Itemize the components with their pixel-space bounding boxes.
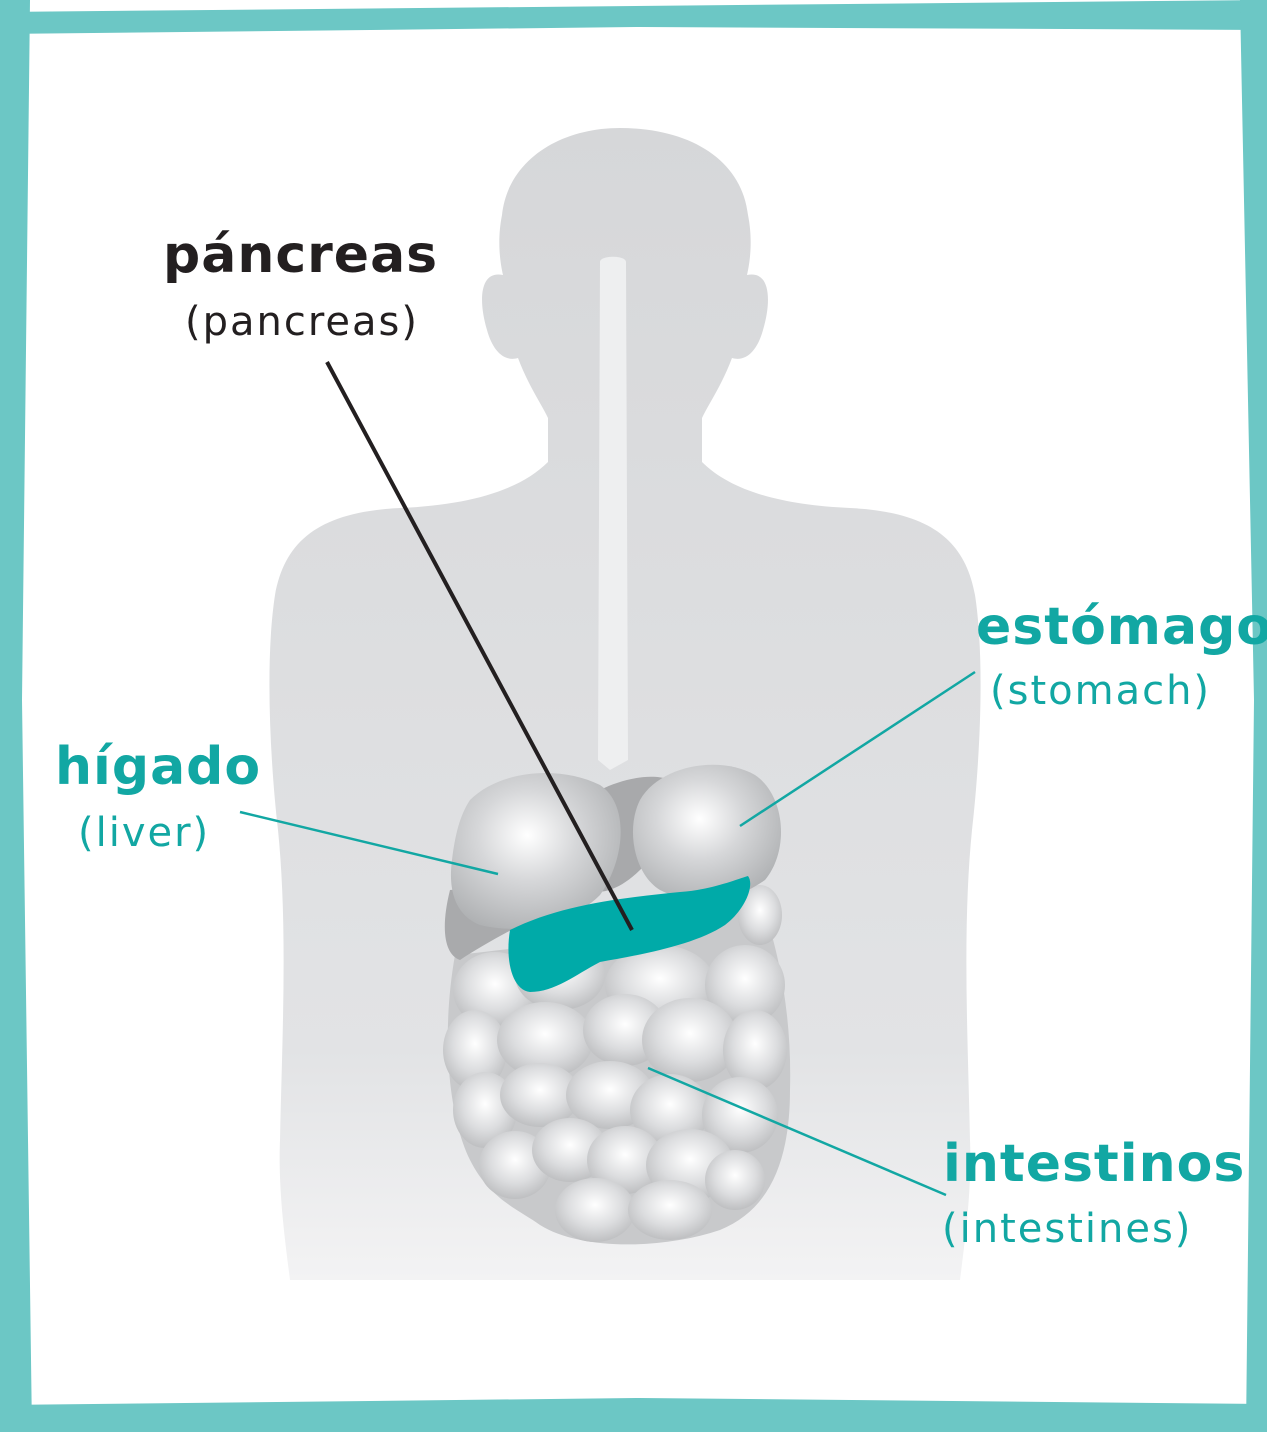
liver-label: hígado xyxy=(55,741,261,793)
esophagus xyxy=(598,257,628,770)
pancreas-label: páncreas xyxy=(163,229,438,281)
liver-translation: (liver) xyxy=(78,813,210,853)
intestines-translation: (intestines) xyxy=(942,1209,1192,1249)
stomach xyxy=(633,765,781,900)
intestines-label: intestinos xyxy=(943,1138,1245,1190)
stomach-label: estómago xyxy=(976,601,1267,653)
stomach-translation: (stomach) xyxy=(990,671,1211,711)
pancreas-translation: (pancreas) xyxy=(185,302,419,342)
